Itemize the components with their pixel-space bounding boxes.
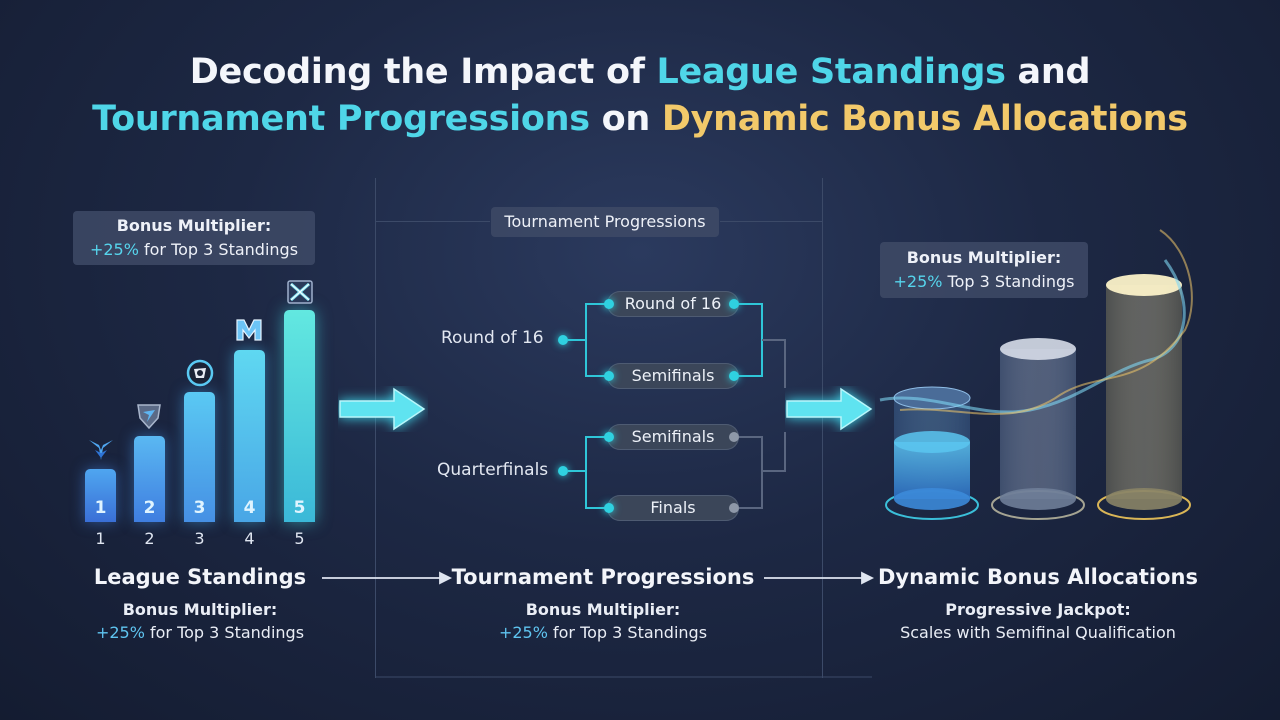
title-highlight-tournament: Tournament Progressions (92, 99, 590, 139)
bracket-node (604, 299, 614, 309)
bracket-node (558, 466, 568, 476)
bracket-node (729, 503, 739, 513)
bracket-node (729, 371, 739, 381)
quarterfinals-label: Quarterfinals (437, 460, 549, 480)
dynamic-bonus-callout: Bonus Multiplier: +25% Top 3 Standings (880, 242, 1088, 298)
tournament-progressions-title: Tournament Progressions (451, 565, 755, 589)
bracket-node (604, 503, 614, 513)
pill-round-of-16: Round of 16 (607, 291, 739, 317)
bracket-node (729, 432, 739, 442)
x-tick-2: 2 (144, 529, 155, 548)
tournament-progressions-subtitle: Bonus Multiplier: +25% for Top 3 Standin… (498, 600, 708, 642)
x-tick-4: 4 (244, 529, 255, 548)
bracket-header: Tournament Progressions (491, 207, 719, 237)
page-title-line-1: Decoding the Impact of League Standings … (0, 46, 1280, 98)
bar-3: 3 (184, 392, 215, 522)
m-crest-icon (236, 319, 262, 341)
round-of-16-label: Round of 16 (441, 328, 544, 348)
title-text: Decoding the Impact of (189, 52, 657, 92)
bar-5: 5 (284, 310, 315, 522)
league-bonus-callout: Bonus Multiplier: +25% for Top 3 Standin… (73, 211, 315, 265)
wing-badge-icon (89, 440, 113, 460)
x-tick-1: 1 (95, 529, 106, 548)
x-tick-5: 5 (294, 529, 305, 548)
dynamic-bonus-subtitle: Progressive Jackpot: Scales with Semifin… (900, 600, 1176, 642)
title-highlight-league: League Standings (656, 52, 1006, 92)
pill-semifinals-bottom: Semifinals (607, 424, 739, 450)
title-text: on (589, 99, 662, 139)
league-standings-title: League Standings (93, 565, 307, 589)
divider-right (822, 178, 823, 678)
arrow-right-icon (339, 387, 426, 431)
bar-4: 4 (234, 350, 265, 522)
bracket-node (729, 299, 739, 309)
x-crest-icon (287, 280, 313, 304)
shield-badge-icon (137, 404, 161, 430)
bracket-node (604, 432, 614, 442)
bar-1: 1 (85, 469, 116, 522)
divider-left (375, 178, 376, 678)
pill-semifinals-top: Semifinals (607, 363, 739, 389)
bar-2: 2 (134, 436, 165, 522)
x-tick-3: 3 (194, 529, 205, 548)
round-badge-icon (186, 359, 214, 387)
dynamic-bonus-title: Dynamic Bonus Allocations (877, 565, 1199, 589)
bracket-node (558, 335, 568, 345)
title-text: and (1005, 52, 1091, 92)
page-title-line-2: Tournament Progressions on Dynamic Bonus… (0, 93, 1280, 145)
header-rule-right (720, 221, 822, 222)
pill-finals: Finals (607, 495, 739, 521)
league-standings-subtitle: Bonus Multiplier: +25% for Top 3 Standin… (95, 600, 305, 642)
bracket-node (604, 371, 614, 381)
arrow-right-icon (786, 387, 873, 431)
header-rule-left (375, 221, 490, 222)
title-highlight-bonus: Dynamic Bonus Allocations (661, 99, 1188, 139)
